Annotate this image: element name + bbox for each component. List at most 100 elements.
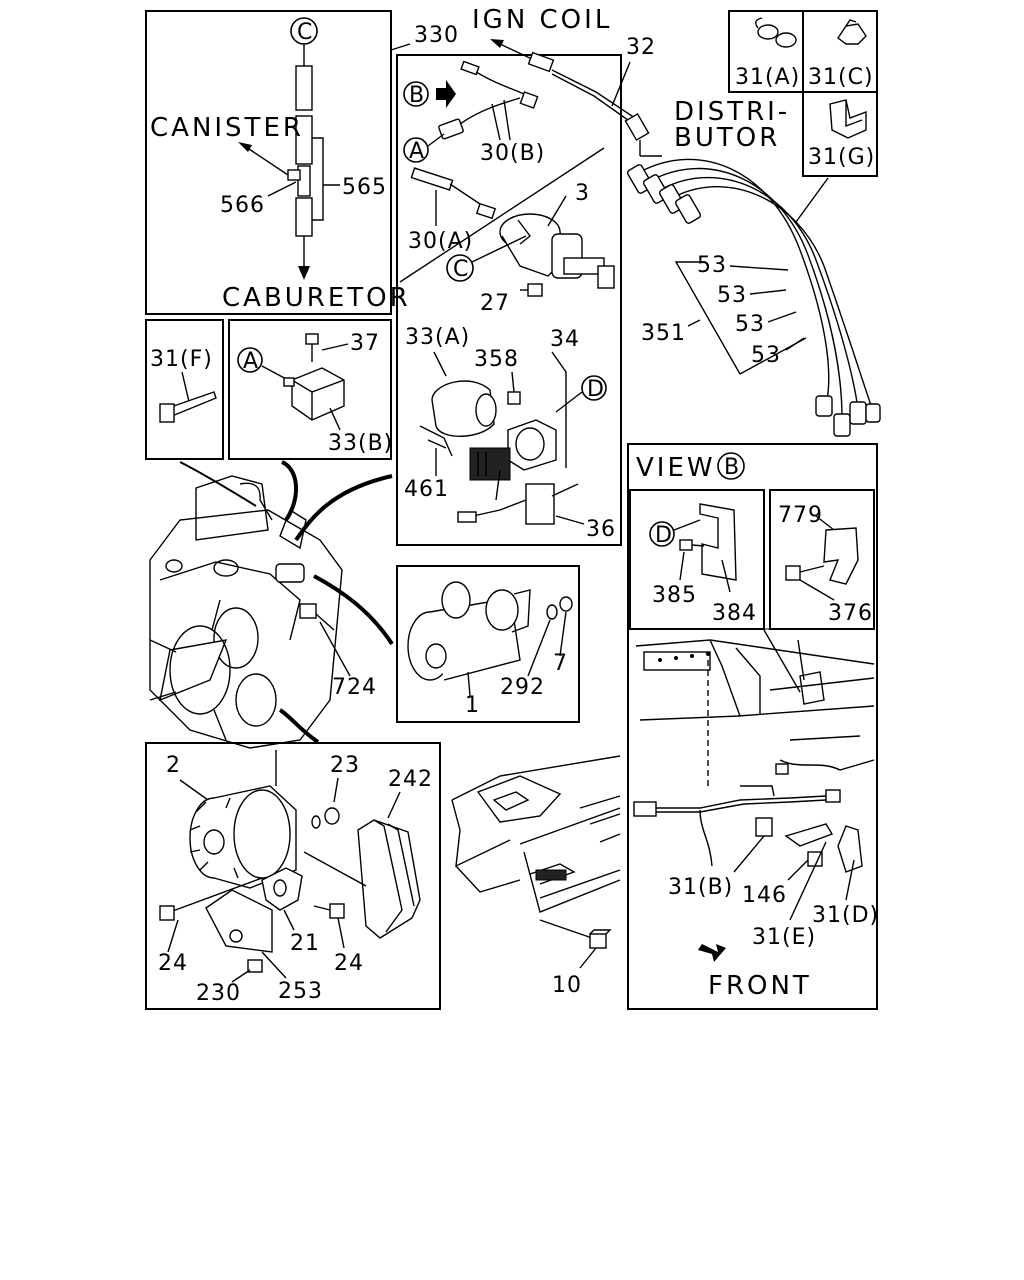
part-2-label: 2 [166,753,181,778]
callout-d-1 [581,375,607,401]
view-b-label: VIEW [636,453,716,483]
part-33b-label: 33(B) [328,431,393,456]
part-36-label: 36 [586,517,616,542]
part-330-label: 330 [414,23,459,48]
part-3-label: 3 [575,181,590,206]
part-31f-label: 31(F) [150,347,213,372]
igniter-33b [283,333,345,421]
part-230-label: 230 [196,981,241,1006]
starter-motor-1 [407,581,531,681]
part-53b-label: 53 [717,283,747,308]
part-27-label: 27 [480,291,510,316]
canister-panel [145,10,392,315]
callout-d-1-text: D [587,377,605,402]
part-146-label: 146 [742,883,787,908]
clip-31c [837,19,867,45]
part-21-label: 21 [290,931,320,956]
bolt-24b [313,903,345,919]
view-b-panel [627,443,878,1010]
clip-panel-31g [802,91,878,177]
bolt-27 [520,283,543,297]
callout-a-1-text: A [409,139,425,164]
cab-interior [451,755,621,913]
clip-31g [829,99,867,139]
alternator-2 [189,750,297,889]
part-384-label: 384 [712,601,757,626]
part-565-label: 565 [342,175,387,200]
callout-a-1 [403,137,429,163]
part-10-label: 10 [552,973,582,998]
part-31b-label: 31(B) [668,875,733,900]
ignition-coil-33a [431,380,497,437]
part-53d-label: 53 [751,343,781,368]
part-242-label: 242 [388,767,433,792]
front-label: FRONT [708,971,812,1001]
callout-d-2 [649,521,675,547]
bracket-21 [261,867,303,911]
canister-label: CANISTER [150,113,304,143]
part-566-label: 566 [220,193,265,218]
part-31a-label: 31(A) [735,65,800,90]
part-23-label: 23 [330,753,360,778]
bracket-253 [205,889,273,953]
part-461-label: 461 [404,477,449,502]
callout-b-text: B [409,83,425,108]
part-30b-label: 30(B) [480,141,545,166]
callout-b-view-text: B [724,455,740,480]
connector-36 [457,469,579,525]
part-37-label: 37 [350,331,380,356]
part-385-label: 385 [652,583,697,608]
ignition-panel [396,54,622,546]
part-724-label: 724 [332,675,377,700]
ign-coil-label: IGN COIL [472,5,612,35]
callout-d-2-text: D [655,523,673,548]
callout-a-2 [237,347,263,373]
bolt-230 [247,959,263,973]
distributor-label-1: DISTRI- [674,97,790,127]
spark-plug-leads [626,158,881,437]
part-358-label: 358 [474,347,519,372]
part-24b-label: 24 [334,951,364,976]
bolt-724 [299,603,335,631]
part-31e-label: 31(E) [752,925,816,950]
wire-30b [438,60,539,141]
igniter-bracket-34 [469,419,557,481]
harness-lower [633,785,863,873]
bracket-384 [679,503,737,581]
nut-23 [311,807,340,829]
tie-strap-31f [159,391,217,423]
part-30a-label: 30(A) [408,229,473,254]
callout-b [403,81,429,107]
clip-31a [755,17,797,48]
belt-guard-242 [303,819,421,939]
part-1-label: 1 [465,693,480,718]
part-351-label: 351 [641,321,686,346]
callout-c-mid [446,254,474,282]
part-33a-label: 33(A) [405,325,470,350]
part-31c-label: 31(C) [808,65,874,90]
callout-c-mid-text: C [453,257,469,282]
frame-rail [635,639,875,775]
canister-hose-group: C [238,17,340,280]
wire-461 [419,425,453,457]
part-31d-label: 31(D) [812,903,879,928]
part-31g-label: 31(G) [808,145,875,170]
coil-lead-32 [527,51,650,141]
part-292-label: 292 [500,675,545,700]
front-arrow [698,944,726,962]
leader-lines-engine [179,460,394,744]
part-7-label: 7 [553,651,568,676]
part-34-label: 34 [550,327,580,352]
washer-292-nut-7 [546,596,573,620]
alternator-panel [145,742,441,1010]
part-376-label: 376 [828,601,873,626]
relay-10 [589,929,612,949]
part-24a-label: 24 [158,951,188,976]
part-53a-label: 53 [697,253,727,278]
callout-a-2-text: A [243,349,259,374]
distributor-label-2: BUTOR [674,123,780,153]
screw-358 [507,371,521,405]
igniter-panel [228,319,392,460]
part-32-label: 32 [626,35,656,60]
